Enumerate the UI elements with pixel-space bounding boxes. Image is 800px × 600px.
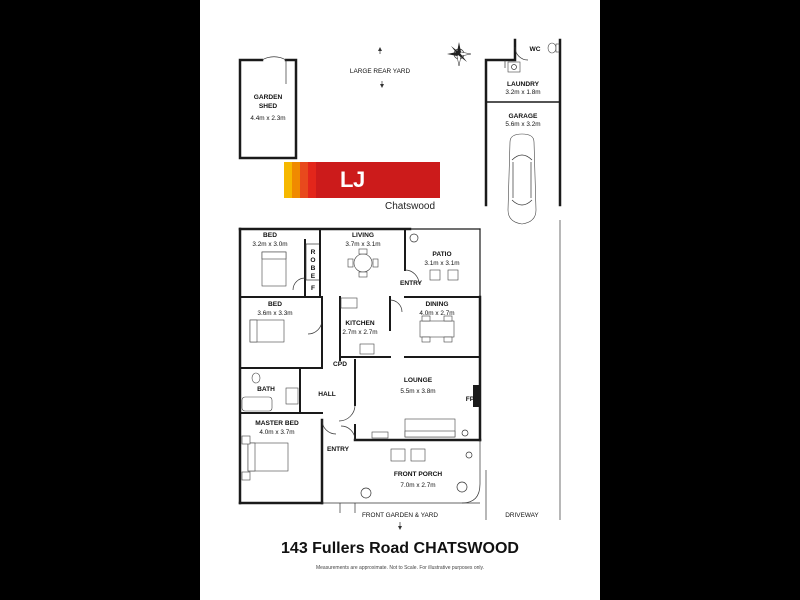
robe-char-1: R bbox=[311, 249, 316, 256]
robe-char-3: B bbox=[311, 265, 316, 272]
disclaimer: Measurements are approximate. Not to Sca… bbox=[315, 565, 485, 571]
sofa-icon bbox=[404, 418, 456, 438]
logo-bar bbox=[308, 162, 316, 198]
patio-label: PATIO bbox=[432, 251, 451, 258]
logo-bar bbox=[300, 162, 308, 198]
brand-logo: LJ Hooker Chatswood bbox=[284, 162, 440, 228]
lounge-dims: 5.5m x 3.8m bbox=[400, 388, 435, 395]
bed2-label: BED bbox=[268, 301, 282, 308]
bed2-dims: 3.6m x 3.3m bbox=[257, 310, 292, 317]
logo-panel bbox=[324, 162, 440, 198]
bedside-table-icon bbox=[241, 471, 251, 481]
living-dims: 3.7m x 3.1m bbox=[345, 241, 380, 248]
garden-shed-dims: 4.4m x 2.3m bbox=[250, 115, 285, 122]
garage-dims: 5.6m x 3.2m bbox=[505, 121, 540, 128]
bath-room: BATH bbox=[241, 372, 299, 412]
garage-label: GARAGE bbox=[509, 113, 539, 120]
bathtub-icon bbox=[241, 396, 273, 412]
logo-bar bbox=[292, 162, 300, 198]
master-bed-dims: 4.0m x 3.7m bbox=[259, 429, 294, 436]
compass-rose-icon bbox=[447, 42, 472, 67]
lounge-label: LOUNGE bbox=[404, 377, 433, 384]
laundry-dims: 3.2m x 1.8m bbox=[505, 89, 540, 96]
down-arrow-icon bbox=[398, 522, 402, 530]
front-porch-dims: 7.0m x 2.7m bbox=[400, 482, 435, 489]
outdoor-chair-icon bbox=[390, 448, 426, 462]
laundry-label: LAUNDRY bbox=[507, 81, 540, 88]
garden-shed-label-1: GARDEN bbox=[254, 94, 283, 101]
robe: R O B E F bbox=[310, 249, 315, 292]
plant-icon bbox=[360, 451, 473, 499]
car-icon bbox=[507, 133, 537, 225]
bed1-dims: 3.2m x 3.0m bbox=[252, 241, 287, 248]
bed-icon bbox=[247, 442, 289, 472]
wc-label: WC bbox=[530, 46, 541, 53]
kitchen-label: KITCHEN bbox=[345, 320, 375, 327]
fireplace-label: FP bbox=[466, 396, 475, 403]
robe-char-2: O bbox=[310, 257, 315, 264]
bedside-table-icon bbox=[241, 435, 251, 445]
living-room: LIVING 3.7m x 3.1m bbox=[345, 232, 381, 278]
dining-table-icon bbox=[347, 248, 379, 278]
dining-room: DINING 4.0m x 2.7m bbox=[419, 301, 455, 343]
driveway: DRIVEWAY bbox=[485, 220, 561, 520]
property-address: 143 Fullers Road CHATSWOOD bbox=[281, 540, 519, 557]
up-arrow-icon bbox=[378, 47, 382, 54]
master-bed-room: MASTER BED 4.0m x 3.7m bbox=[241, 420, 299, 481]
down-arrow-icon bbox=[380, 81, 384, 88]
front-porch: FRONT PORCH 7.0m x 2.7m bbox=[322, 440, 481, 513]
plant-icon bbox=[409, 233, 419, 243]
logo-bar bbox=[284, 162, 292, 198]
bed-icon bbox=[261, 251, 287, 287]
front-porch-label: FRONT PORCH bbox=[394, 471, 443, 478]
bed-icon bbox=[249, 319, 285, 343]
bed2-room: BED 3.6m x 3.3m bbox=[249, 301, 293, 343]
logo-bar bbox=[316, 162, 324, 198]
floor-plan: GARDEN SHED 4.4m x 2.3m LARGE REAR YARD … bbox=[238, 38, 562, 530]
laundry-room: LAUNDRY 3.2m x 1.8m bbox=[505, 81, 540, 96]
wc-room: WC bbox=[530, 42, 560, 54]
tv-unit-icon bbox=[371, 431, 389, 439]
dining-table-icon bbox=[419, 315, 455, 343]
toilet-icon bbox=[547, 42, 560, 54]
patio-dims: 3.1m x 3.1m bbox=[424, 260, 459, 267]
bath-label: BATH bbox=[257, 386, 275, 393]
fireplace: FP bbox=[466, 385, 480, 407]
patio-room: PATIO 3.1m x 3.1m bbox=[409, 233, 460, 281]
garden-shed-label-2: SHED bbox=[259, 103, 278, 110]
brand-logo-bars bbox=[284, 162, 440, 198]
garage-room: GARAGE 5.6m x 3.2m bbox=[505, 113, 541, 225]
lamp-icon bbox=[461, 429, 469, 437]
sink-icon bbox=[359, 343, 375, 355]
kitchen-dims: 2.7m x 2.7m bbox=[342, 329, 377, 336]
garage-block bbox=[484, 38, 562, 207]
master-bed-label: MASTER BED bbox=[255, 420, 299, 427]
floor-plan-sheet: GARDEN SHED 4.4m x 2.3m LARGE REAR YARD … bbox=[200, 0, 600, 600]
dining-label: DINING bbox=[425, 301, 448, 308]
hall-label: HALL bbox=[318, 391, 336, 398]
garden-shed: GARDEN SHED 4.4m x 2.3m bbox=[238, 56, 298, 160]
outdoor-chair-icon bbox=[429, 269, 459, 281]
brand-name: LJ Hooker bbox=[340, 167, 413, 228]
driveway-label: DRIVEWAY bbox=[505, 512, 539, 519]
living-label: LIVING bbox=[352, 232, 374, 239]
front-entry-label: ENTRY bbox=[327, 446, 350, 453]
cpd-label: CPD bbox=[333, 361, 347, 368]
dining-dims: 4.0m x 2.7m bbox=[419, 310, 454, 317]
robe-char-4: E bbox=[311, 273, 316, 280]
bed1-label: BED bbox=[263, 232, 277, 239]
stove-icon bbox=[340, 297, 358, 309]
shower-icon bbox=[285, 387, 299, 405]
rear-entry-label: ENTRY bbox=[400, 280, 423, 287]
lounge-room: LOUNGE 5.5m x 3.8m FP bbox=[371, 377, 480, 439]
kitchen-room: KITCHEN 2.7m x 2.7m bbox=[340, 297, 378, 355]
house-walls bbox=[238, 227, 482, 505]
front-garden-label: FRONT GARDEN & YARD bbox=[362, 512, 438, 519]
brand-office: Chatswood bbox=[385, 201, 436, 212]
bed1-room: BED 3.2m x 3.0m bbox=[252, 232, 288, 287]
rear-yard-label: LARGE REAR YARD bbox=[350, 68, 411, 75]
fridge-label: F bbox=[311, 285, 315, 292]
toilet-icon bbox=[251, 372, 261, 384]
